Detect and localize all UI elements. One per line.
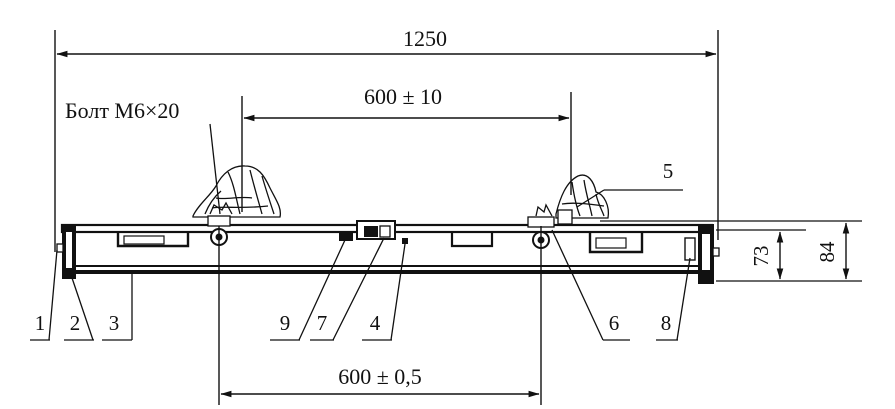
part-4-label: 4 [370,311,381,335]
part-5-label: 5 [663,159,674,183]
upper-spacing-label: 600 ± 10 [364,84,442,109]
overall-length-dimension: 1250 [54,26,719,252]
part-callout-4: 4 [362,243,406,341]
beam-assembly [56,201,720,284]
overall-length-label: 1250 [403,26,447,51]
bolt-label: Болт М6×20 [65,98,179,123]
end-plate-left-inner [66,232,72,268]
part-callout-7: 7 [310,237,385,341]
slot-1 [116,233,190,248]
part-1-label: 1 [35,311,46,335]
part-7-label: 7 [317,311,328,335]
end-plate-right-inner [702,234,710,270]
part-callout-2: 2 [64,271,94,341]
beam-bottom-flange-inner [70,267,708,270]
lower-spacing-dimension: 600 ± 0,5 [218,226,542,405]
bolt-callout: Болт М6×20 [65,98,221,215]
end-tab-left [56,243,64,253]
part-callout-5: 5 [576,159,683,208]
bolt-leader [209,123,221,215]
part-6-label: 6 [609,311,620,335]
height-large-label: 84 [815,241,839,263]
slot-3 [588,233,644,254]
end-tab-right [712,247,720,257]
rock-sketch-left [192,165,282,218]
part-callout-8: 8 [656,257,691,341]
part-8-label: 8 [661,311,672,335]
slot-2 [450,233,494,248]
height-small-label: 73 [749,246,773,267]
part-3-label: 3 [109,311,120,335]
fitting-9 [339,231,353,241]
bolt-left [207,201,233,246]
upper-spacing-dimension: 600 ± 10 [241,84,572,212]
part-callout-6: 6 [551,229,630,341]
coupling-7 [356,220,396,240]
small-block-8 [684,237,696,261]
part-callout-3: 3 [102,272,133,341]
fitting-4 [402,238,408,244]
part-callout-1: 1 [30,249,58,341]
part-2-label: 2 [70,311,81,335]
part-9-label: 9 [280,311,291,335]
height-dimensions: 73 84 [600,220,862,282]
part-callout-9: 9 [270,239,346,341]
lower-spacing-label: 600 ± 0,5 [338,364,422,389]
